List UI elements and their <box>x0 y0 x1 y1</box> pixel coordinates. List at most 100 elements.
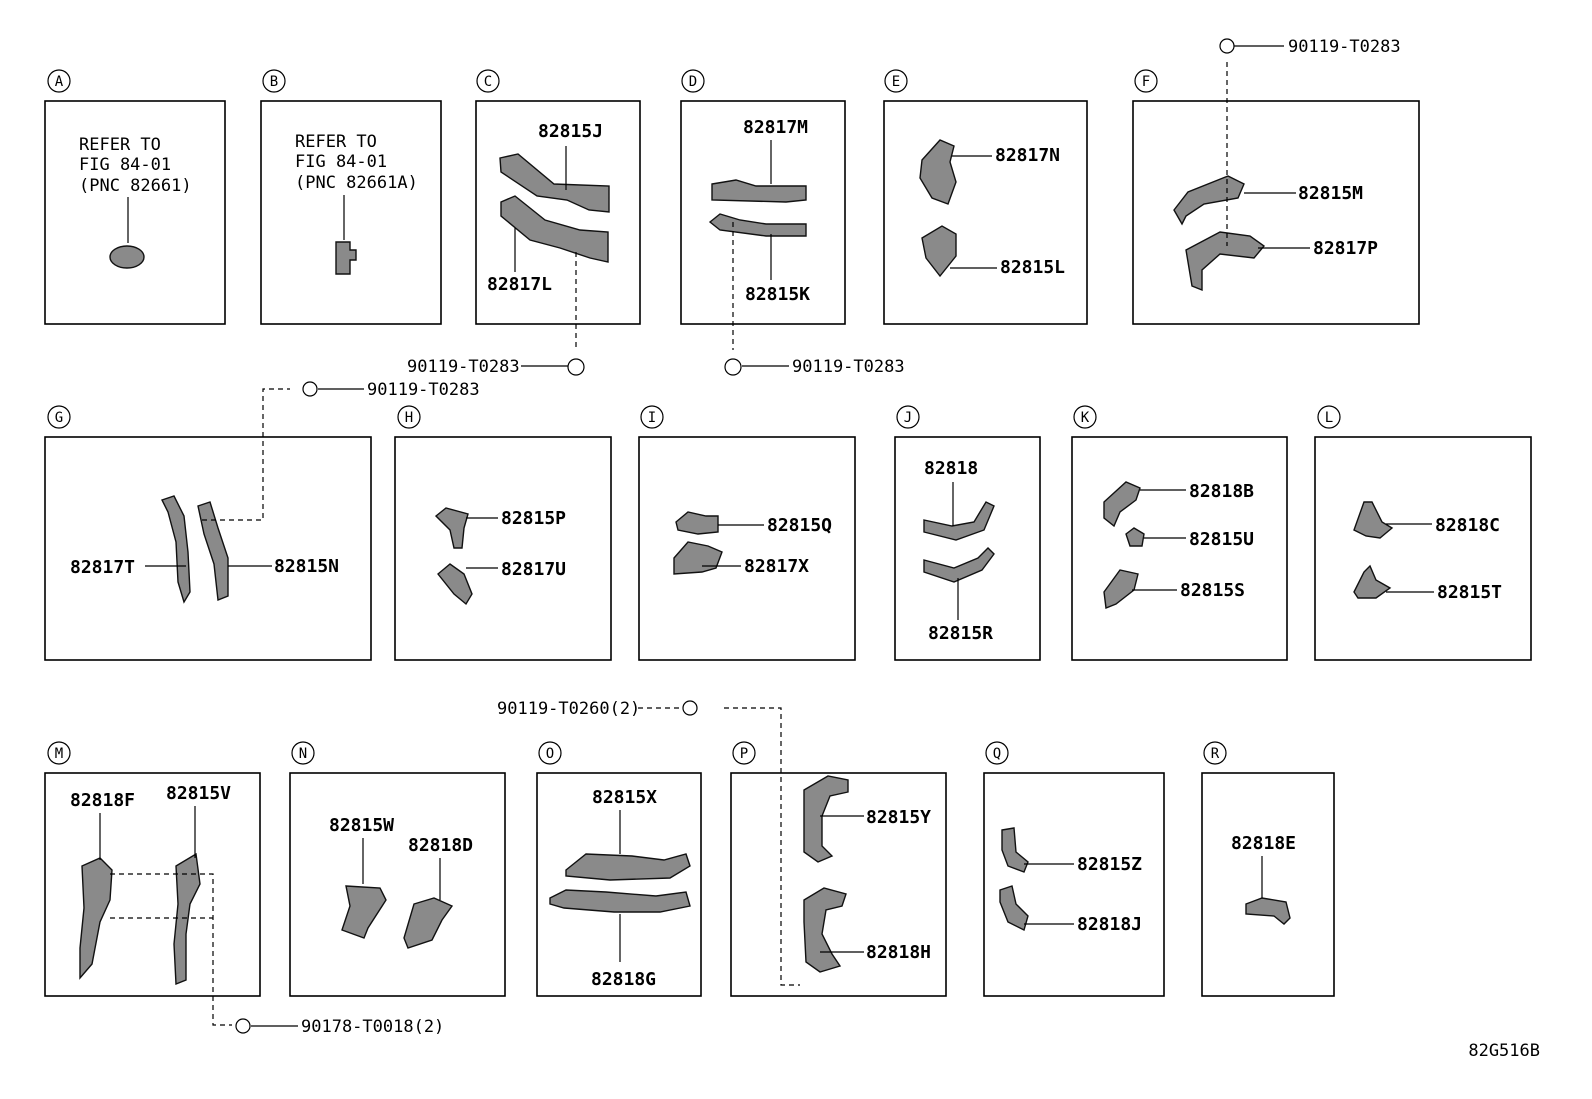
section-a-marker <box>47 69 71 93</box>
section-o-box <box>536 772 702 997</box>
p-bolt-icon <box>682 700 698 716</box>
section-l-part-1: 82818C <box>1435 515 1500 536</box>
section-q-letter: Q <box>993 746 1001 762</box>
section-n-part-1-shape <box>341 885 387 939</box>
section-b-refer-line3: (PNC 82661A) <box>295 173 418 193</box>
section-j-part-2: 82815R <box>928 623 993 644</box>
section-p-part-1: 82815Y <box>866 807 931 828</box>
section-a-letter: A <box>55 74 64 90</box>
section-f: F 82815M 82817P 90119-T0283 <box>1132 37 1420 325</box>
section-g-box <box>44 436 372 661</box>
section-e-part-2-shape <box>921 225 957 278</box>
section-j-part-1: 82818 <box>924 458 978 479</box>
section-k-part-1-shape <box>1103 481 1141 528</box>
section-l-part-2: 82815T <box>1437 582 1502 603</box>
section-e-part-1: 82817N <box>995 145 1060 166</box>
section-l-box <box>1314 436 1532 661</box>
section-o-part-2: 82818G <box>591 969 656 990</box>
section-p-letter: P <box>740 746 748 762</box>
f-top-bolt-icon <box>1219 38 1235 54</box>
section-m-part-1: 82818F <box>70 790 135 811</box>
section-o-part-1: 82815X <box>592 787 657 808</box>
section-e: E 82817N 82815L <box>883 69 1088 325</box>
section-d-letter: D <box>689 74 697 90</box>
section-p: P 82815Y 82818H <box>730 741 947 997</box>
section-r-letter: R <box>1211 746 1220 762</box>
section-p-part-1-shape <box>803 775 849 863</box>
section-c-part-2-shape <box>500 195 609 263</box>
section-d: D 82817M 82815K <box>680 69 846 350</box>
section-g-part-1-shape <box>161 495 191 604</box>
section-b-refer-line2: FIG 84-01 <box>295 152 387 172</box>
section-e-marker <box>884 69 908 93</box>
section-d-part-2-shape <box>708 213 807 237</box>
section-m-part-2: 82815V <box>166 783 231 804</box>
section-i-marker <box>640 405 664 429</box>
c-bolt-icon <box>567 358 585 376</box>
section-f-part-1-shape <box>1173 175 1245 226</box>
section-o-part-2-shape <box>549 889 691 913</box>
section-k-part-1: 82818B <box>1189 481 1254 502</box>
section-i-part-1-shape <box>675 511 719 535</box>
section-f-part-2-shape <box>1185 231 1266 292</box>
section-l-part-2-shape <box>1353 564 1392 599</box>
section-a-box <box>44 100 226 325</box>
c-d-bolts: 90119-T0283 90119-T0283 <box>407 357 905 377</box>
section-r: R 82818E <box>1201 741 1335 997</box>
section-p-marker <box>732 741 756 765</box>
g-bolt-icon <box>302 381 318 397</box>
section-h-letter: H <box>405 410 413 426</box>
section-a-refer-line2: FIG 84-01 <box>79 155 171 175</box>
section-h-marker <box>397 405 421 429</box>
section-j: J 82818 82815R <box>894 405 1041 661</box>
section-b-letter: B <box>270 74 278 90</box>
section-p-part-2-shape <box>803 887 847 973</box>
section-n-part-2-shape <box>403 897 454 949</box>
d-bolt-icon <box>724 358 742 376</box>
section-k-part-3-shape <box>1103 569 1139 609</box>
section-j-letter: J <box>904 410 912 426</box>
section-g-marker <box>47 405 71 429</box>
section-a-refer-line3: (PNC 82661) <box>79 176 192 196</box>
section-j-box <box>894 436 1041 661</box>
section-k: K 82818B 82815U 82815S <box>1071 405 1288 661</box>
section-l-letter: L <box>1325 410 1333 426</box>
section-r-marker <box>1203 741 1227 765</box>
section-n: N 82815W 82818D <box>289 741 506 997</box>
section-b-box <box>260 100 442 325</box>
section-i-box <box>638 436 856 661</box>
section-p-part-2: 82818H <box>866 942 931 963</box>
section-g-letter: G <box>55 410 63 426</box>
section-h-part-2: 82817U <box>501 559 566 580</box>
section-h-box <box>394 436 612 661</box>
section-e-letter: E <box>892 74 900 90</box>
section-k-letter: K <box>1081 410 1090 426</box>
section-h-part-2-shape <box>437 563 473 606</box>
section-a-refer-line1: REFER TO <box>79 135 161 155</box>
f-top-bolt-label: 90119-T0283 <box>1288 37 1401 57</box>
section-r-part-1-shape <box>1245 897 1291 925</box>
section-k-marker <box>1073 405 1097 429</box>
section-f-marker <box>1134 69 1158 93</box>
section-f-part-1: 82815M <box>1298 183 1363 204</box>
section-e-part-2: 82815L <box>1000 257 1065 278</box>
section-b-marker <box>262 69 286 93</box>
section-q-part-2-shape <box>999 885 1029 932</box>
section-l: L 82818C 82815T <box>1314 405 1532 661</box>
section-l-part-1-shape <box>1353 501 1394 539</box>
section-d-marker <box>681 69 705 93</box>
section-q-part-1: 82815Z <box>1077 854 1142 875</box>
section-q-part-1-shape <box>1001 827 1029 873</box>
section-r-part-1: 82818E <box>1231 833 1296 854</box>
section-b-refer-line1: REFER TO <box>295 132 377 152</box>
section-c-letter: C <box>484 74 492 90</box>
section-e-box <box>883 100 1088 325</box>
section-c-part-1-shape <box>499 153 610 213</box>
section-j-marker <box>896 405 920 429</box>
section-n-marker <box>291 741 315 765</box>
section-k-part-3: 82815S <box>1180 580 1245 601</box>
section-i-part-1: 82815Q <box>767 515 832 536</box>
section-c-part-2: 82817L <box>487 274 552 295</box>
section-m: M 82818F 82815V 90178-T0018(2) <box>44 741 444 1037</box>
